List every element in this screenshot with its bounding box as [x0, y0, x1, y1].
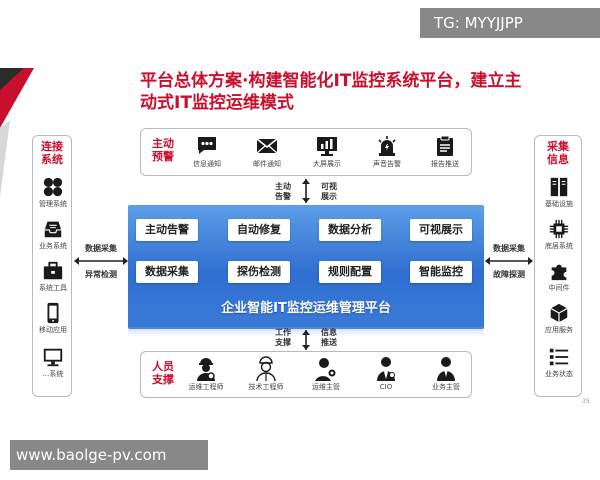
item-label: 业务状态	[545, 370, 573, 378]
item-label: 业务系统	[39, 242, 67, 250]
item-email-notice[interactable]: 邮件通知	[247, 134, 287, 169]
collect-info-box: 采集 信息 基础设施 底层系统 中间件 应用服务 业务状态	[534, 135, 582, 397]
item-info-notice[interactable]: 信息通知	[187, 134, 227, 169]
active-alert-box: 主动 预警 信息通知 邮件通知 大屏展示 声音告警 报告推送	[140, 128, 472, 176]
function-auto-repair[interactable]: 自动修复	[228, 219, 290, 241]
arrow-up-down-bottom	[302, 330, 310, 350]
item-middleware[interactable]: 中间件	[535, 260, 583, 293]
item-label: 报告推送	[431, 160, 459, 168]
item-label: 运维工程师	[188, 383, 224, 391]
list-icon	[549, 348, 569, 366]
item-business-manager[interactable]: 业务主管	[421, 355, 471, 392]
item-label: 中间件	[548, 284, 570, 292]
puzzle-icon	[551, 264, 567, 281]
item-cio[interactable]: CIO	[361, 355, 411, 392]
item-management-system[interactable]: 管理系统	[31, 176, 75, 209]
item-label: 基础设施	[545, 200, 573, 208]
connected-systems-label: 连接 系统	[41, 140, 63, 166]
item-business-system[interactable]: 业务系统	[31, 218, 75, 251]
watermark-top: TG: MYYJJPP	[420, 8, 600, 38]
function-rule-config[interactable]: 规则配置	[319, 261, 381, 283]
title-line-2: 动式IT监控运维模式	[140, 93, 294, 113]
personnel-support-box: 人员 支撑 运维工程师 技术工程师 运维主管 CIO 业务主管	[140, 351, 472, 398]
item-label: 技术工程师	[248, 383, 284, 391]
arrow-left-right-right	[485, 257, 533, 265]
desktop-icon	[43, 348, 63, 367]
arrow-up-down-top	[302, 179, 310, 203]
executive-icon	[377, 357, 395, 381]
function-visual-display[interactable]: 可视展示	[410, 219, 472, 241]
page-title: 平台总体方案·构建智能化IT监控系统平台，建立主 动式IT监控运维模式	[140, 70, 590, 114]
connected-systems-box: 连接 系统 管理系统 业务系统 系统工具 移动应用 ...系统	[32, 135, 72, 397]
item-label: 业务主管	[432, 383, 460, 391]
item-ops-engineer[interactable]: 运维工程师	[181, 355, 231, 392]
tech-person-icon	[256, 356, 276, 381]
arrow-left-right-left	[74, 257, 128, 265]
item-label: 邮件通知	[253, 160, 281, 168]
item-label: 系统工具	[39, 284, 67, 292]
item-system-tools[interactable]: 系统工具	[31, 260, 75, 293]
function-data-analysis[interactable]: 数据分析	[319, 219, 381, 241]
flow-left-data-collection: 数据采集	[85, 244, 117, 253]
watermark-bottom: www.baolge-pv.com	[10, 440, 208, 470]
title-line-1: 平台总体方案·构建智能化IT监控系统平台，建立主	[140, 71, 522, 91]
it-monitoring-platform: 主动告警 自动修复 数据分析 可视展示 数据采集 探伤检测 规则配置 智能监控 …	[128, 205, 484, 337]
clipboard-icon	[437, 135, 453, 156]
item-label: 移动应用	[39, 326, 67, 334]
item-report-push[interactable]: 报告推送	[423, 134, 467, 169]
item-label: 声音告警	[373, 160, 401, 168]
inbox-tray-icon	[44, 221, 62, 238]
function-flaw-detection[interactable]: 探伤检测	[228, 261, 290, 283]
item-label: 运维主管	[312, 383, 340, 391]
chat-bubble-icon	[198, 137, 216, 154]
toolbox-icon	[43, 261, 63, 280]
phone-icon	[47, 302, 59, 324]
item-sound-alarm[interactable]: 声音告警	[367, 134, 407, 169]
active-alert-label: 主动 预警	[152, 137, 174, 163]
item-mobile-app[interactable]: 移动应用	[31, 302, 75, 335]
engineer-icon	[197, 358, 215, 381]
item-ops-manager[interactable]: 运维主管	[301, 355, 351, 392]
function-active-alert[interactable]: 主动告警	[136, 219, 198, 241]
item-label: ...系统	[42, 370, 64, 378]
flow-visual-display: 可视 展示	[321, 182, 337, 201]
flow-left-anomaly-detection: 异常检测	[85, 270, 117, 279]
item-underlying-system[interactable]: 底层系统	[535, 218, 583, 251]
business-person-icon	[437, 357, 455, 381]
item-other-system[interactable]: ...系统	[31, 346, 75, 379]
item-label: 应用服务	[545, 326, 573, 334]
function-smart-monitor[interactable]: 智能监控	[410, 261, 472, 283]
corner-decoration	[0, 68, 34, 198]
item-infrastructure[interactable]: 基础设施	[535, 176, 583, 209]
grid-petals-icon	[43, 177, 63, 197]
item-tech-engineer[interactable]: 技术工程师	[241, 355, 291, 392]
chip-icon	[549, 219, 569, 239]
item-app-service[interactable]: 应用服务	[535, 302, 583, 335]
item-label: CIO	[379, 383, 393, 391]
alarm-light-icon	[378, 136, 396, 156]
item-label: 信息通知	[193, 160, 221, 168]
item-business-status[interactable]: 业务状态	[535, 346, 583, 379]
monitor-chart-icon	[317, 137, 337, 156]
personnel-support-label: 人员 支撑	[152, 360, 174, 386]
function-data-collection[interactable]: 数据采集	[136, 261, 198, 283]
flow-active-alert: 主动 告警	[275, 182, 291, 201]
flow-work-support: 工作 支撑	[275, 328, 291, 347]
flow-right-data-collection: 数据采集	[493, 244, 525, 253]
page-number: 35	[582, 398, 590, 405]
manager-gear-icon	[315, 358, 337, 381]
item-big-screen[interactable]: 大屏展示	[307, 134, 347, 169]
platform-name: 企业智能IT监控运维管理平台	[221, 301, 391, 316]
item-label: 底层系统	[545, 242, 573, 250]
flow-info-push: 信息 推送	[321, 328, 337, 347]
flow-right-fault-probe: 故障探测	[493, 270, 525, 279]
cube-icon	[550, 303, 568, 323]
item-label: 大屏展示	[313, 160, 341, 168]
server-icon	[550, 177, 568, 197]
envelope-icon	[256, 138, 278, 154]
collect-info-label: 采集 信息	[547, 140, 569, 166]
item-label: 管理系统	[39, 200, 67, 208]
